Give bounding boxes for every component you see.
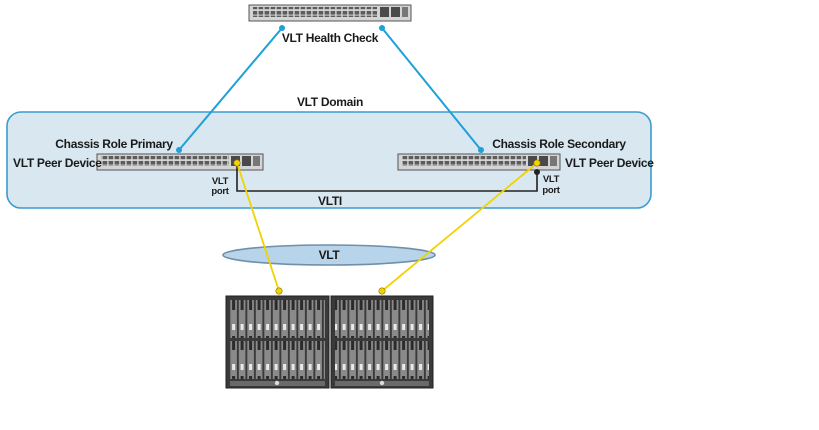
blade-chassis-left — [225, 295, 330, 389]
vlt-domain-box — [6, 111, 652, 209]
secondary-device-label: VLT Peer Device — [565, 156, 654, 170]
vlt-lag-label: VLT — [319, 248, 341, 262]
health-check-link-endpoints — [176, 25, 484, 153]
health-check-links — [178, 27, 482, 151]
vlti-label: VLTI — [318, 194, 342, 208]
health-check-label: VLT Health Check — [282, 31, 379, 45]
secondary-role-label: Chassis Role Secondary — [492, 137, 626, 151]
vlt-link-endpoints — [233, 159, 541, 295]
secondary-vlt-port-label-line2: port — [542, 185, 560, 196]
primary-vlt-port-label-line1: VLT — [212, 176, 229, 187]
vlt-lag-ellipse — [222, 244, 436, 266]
secondary-vlt-port-label-line1: VLT — [543, 174, 560, 185]
vlt-domain-label: VLT Domain — [297, 95, 363, 109]
primary-vlt-port-label-line2: port — [211, 186, 229, 197]
vlt-links — [236, 162, 538, 292]
vlti-link — [236, 163, 538, 192]
primary-role-label: Chassis Role Primary — [55, 137, 173, 151]
secondary-vlti-endpoint — [534, 169, 540, 175]
primary-device-label: VLT Peer Device — [13, 156, 102, 170]
secondary-peer-switch — [397, 153, 561, 171]
blade-chassis-right — [330, 295, 434, 389]
health-check-switch — [248, 4, 412, 22]
